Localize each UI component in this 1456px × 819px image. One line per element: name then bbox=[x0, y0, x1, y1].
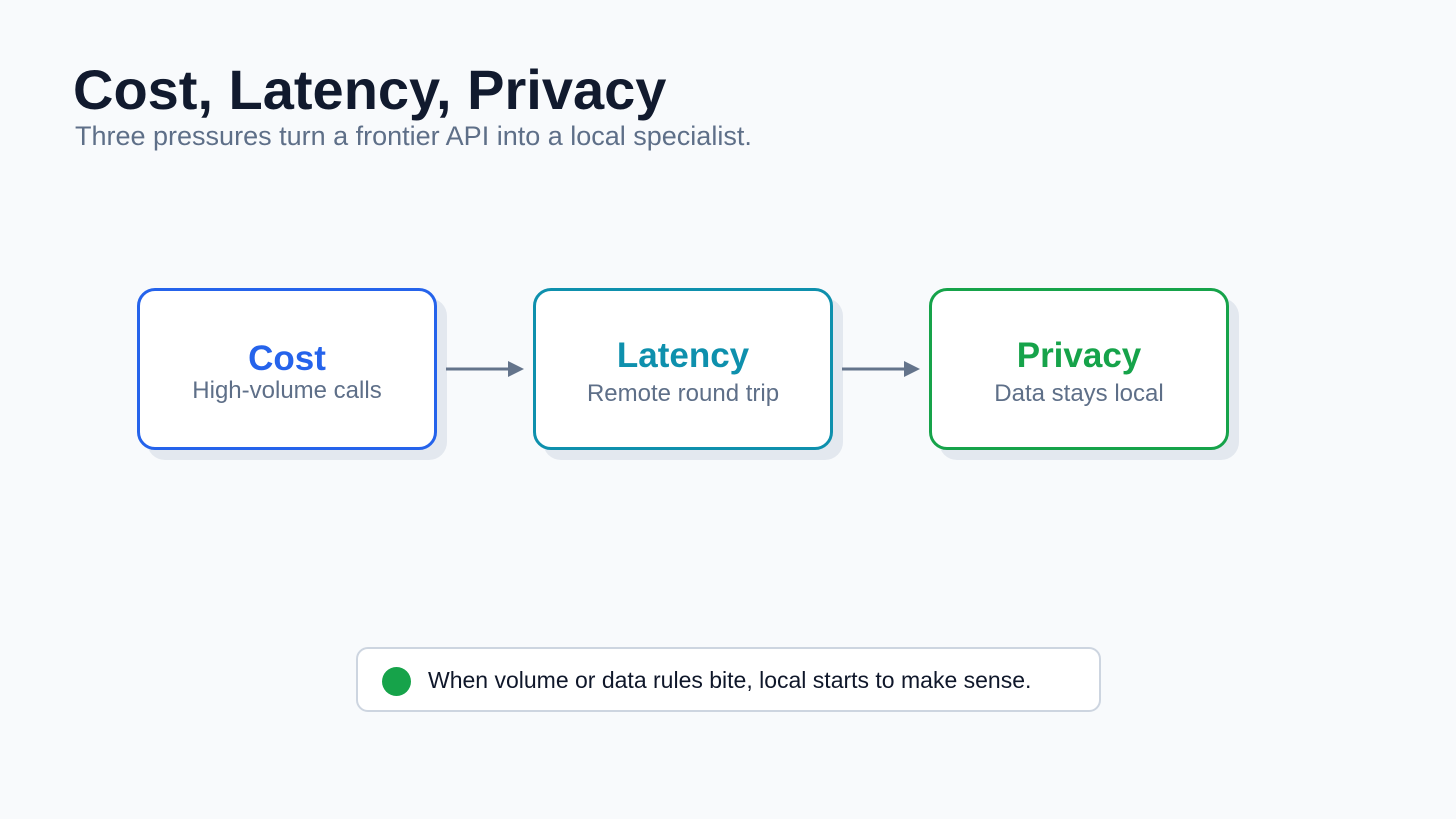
arrow-right-icon bbox=[842, 361, 920, 377]
cost-card: Cost High-volume calls bbox=[137, 288, 437, 450]
privacy-card: Privacy Data stays local bbox=[929, 288, 1229, 450]
slide-subtitle: Three pressures turn a frontier API into… bbox=[75, 121, 752, 151]
privacy-card-subtitle: Data stays local bbox=[994, 380, 1164, 407]
arrow-right-icon bbox=[446, 361, 524, 377]
takeaway-callout: When volume or data rules bite, local st… bbox=[356, 647, 1101, 712]
latency-card-title: Latency bbox=[616, 336, 750, 375]
takeaway-text: When volume or data rules bite, local st… bbox=[428, 667, 1032, 693]
slide-title: Cost, Latency, Privacy bbox=[73, 58, 667, 121]
latency-card-subtitle: Remote round trip bbox=[586, 380, 780, 407]
status-dot-icon bbox=[382, 667, 411, 696]
cost-card-subtitle: High-volume calls bbox=[192, 377, 382, 404]
cost-card-title: Cost bbox=[248, 339, 326, 378]
privacy-card-title: Privacy bbox=[1016, 336, 1142, 375]
latency-card: Latency Remote round trip bbox=[533, 288, 833, 450]
